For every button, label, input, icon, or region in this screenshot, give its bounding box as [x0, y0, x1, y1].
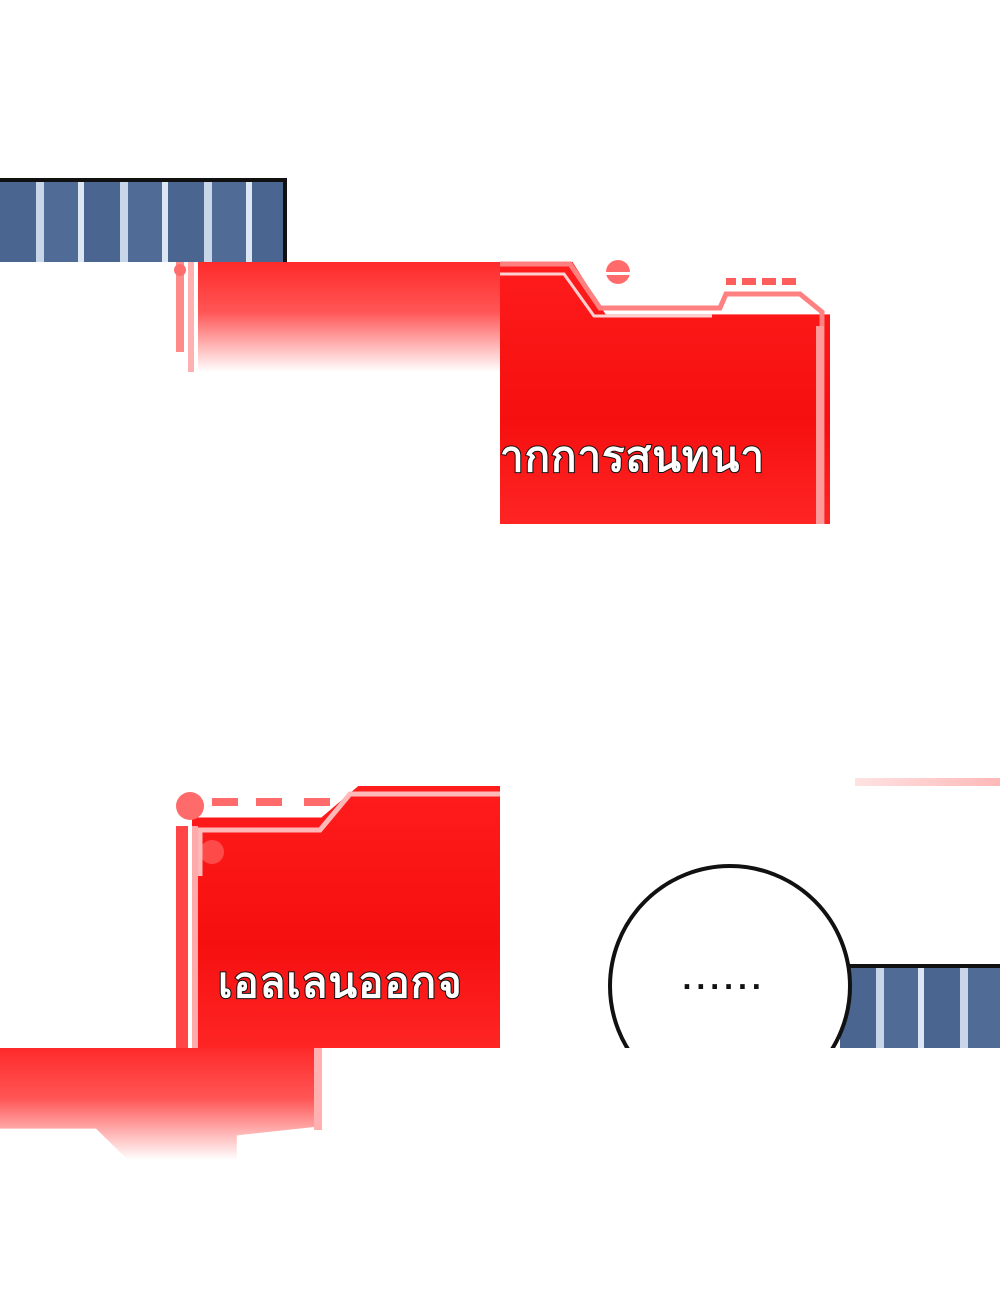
hud-panel-bottom-frame: [176, 791, 500, 1048]
caption-top: ากการสนทนา: [500, 431, 765, 482]
striped-fabric-top: [0, 178, 287, 262]
caption-bottom: เอลเลนออกจ: [218, 957, 463, 1008]
red-frame-fade-upper-left: [198, 262, 500, 372]
hud-rail-upper-left: [174, 262, 194, 372]
panel-crop-mask: [600, 1048, 860, 1128]
speech-bubble-text: ......: [682, 966, 766, 996]
hud-rail-lower-left: [314, 1048, 322, 1130]
striped-fabric-bottom: [840, 964, 1000, 1048]
hud-panel-top-frame: [500, 260, 825, 524]
red-frame-fade-lower-left: [0, 1048, 320, 1160]
red-streak-right: [855, 778, 1000, 786]
